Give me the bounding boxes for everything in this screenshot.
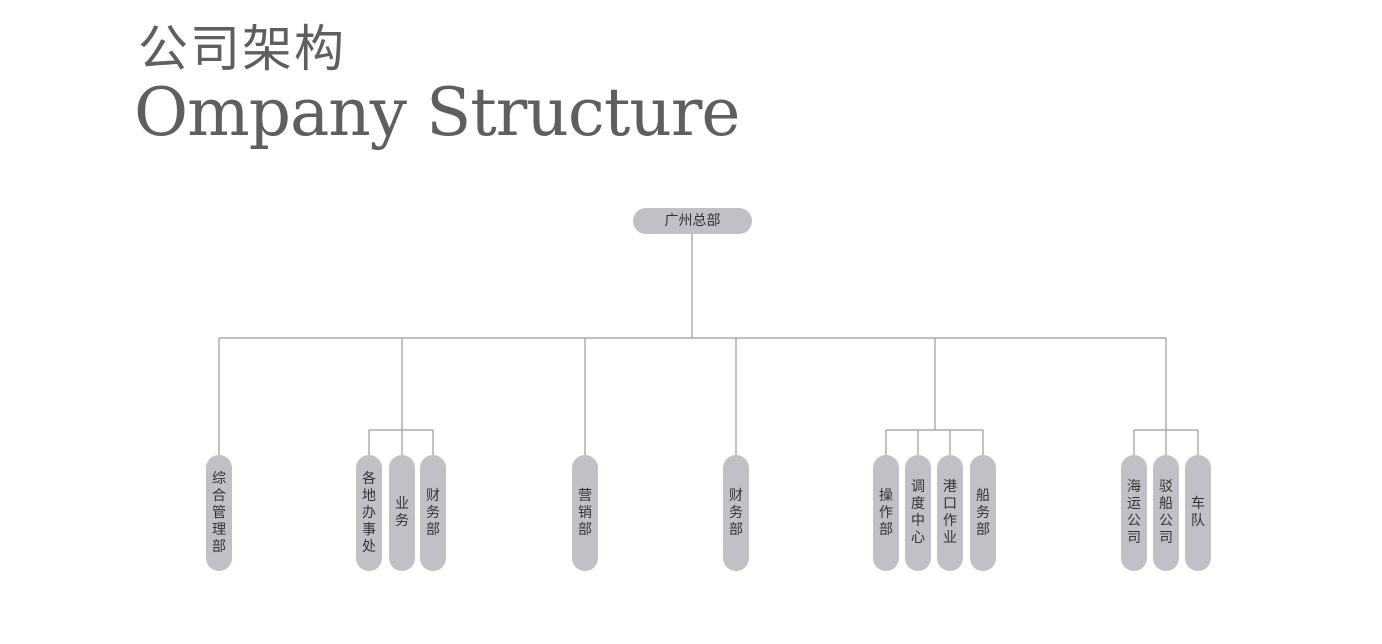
- node-label: 业务: [395, 496, 409, 529]
- node-marketing: 营销部: [572, 455, 598, 571]
- node-label: 海运公司: [1127, 479, 1141, 546]
- node-port-operations: 港口作业: [937, 455, 963, 571]
- node-label: 港口作业: [943, 479, 957, 546]
- node-shipping-affairs: 船务部: [970, 455, 996, 571]
- node-sea-transport-company: 海运公司: [1121, 455, 1147, 571]
- node-finance: 财务部: [723, 455, 749, 571]
- node-label: 各地办事处: [362, 470, 376, 555]
- node-dispatch-center: 调度中心: [905, 455, 931, 571]
- page-title-english: Ompany Structure: [134, 74, 740, 151]
- node-label: 营销部: [578, 487, 592, 538]
- node-finance-sub: 财务部: [420, 455, 446, 571]
- node-label: 船务部: [976, 487, 990, 538]
- node-business: 业务: [389, 455, 415, 571]
- node-regional-offices: 各地办事处: [356, 455, 382, 571]
- node-barge-company: 驳船公司: [1153, 455, 1179, 571]
- node-label: 综合管理部: [212, 470, 226, 555]
- node-label: 车队: [1191, 496, 1205, 529]
- node-label: 操作部: [879, 487, 893, 538]
- node-label: 调度中心: [911, 479, 925, 546]
- node-label: 财务部: [426, 487, 440, 538]
- node-guangzhou-headquarters: 广州总部: [633, 208, 752, 234]
- node-fleet: 车队: [1185, 455, 1211, 571]
- page-title-chinese: 公司架构: [138, 20, 346, 78]
- node-label: 财务部: [729, 487, 743, 538]
- node-general-management: 综合管理部: [206, 455, 232, 571]
- node-operations: 操作部: [873, 455, 899, 571]
- node-label: 驳船公司: [1159, 479, 1173, 546]
